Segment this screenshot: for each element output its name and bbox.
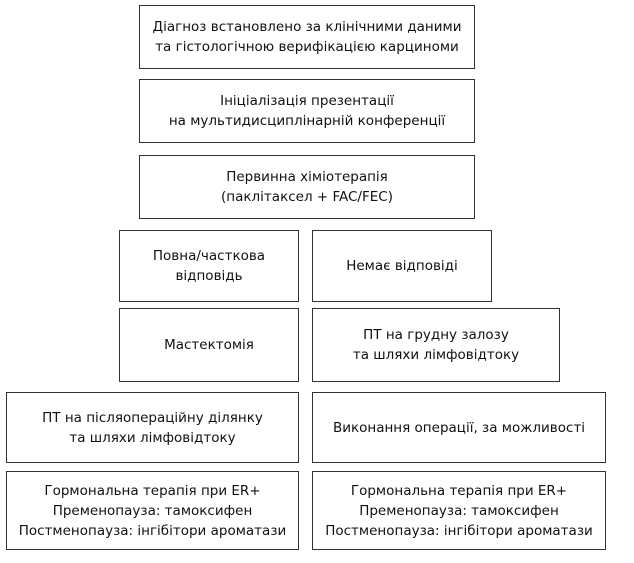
initialization-line-2: на мультидисциплінарній конференції (168, 113, 446, 129)
hormonal-left-box: Гормональна терапія при ER+ Пременопауза… (6, 471, 299, 550)
hormonal-right-line-3: Постменопауза: інгібітори ароматази (325, 522, 593, 539)
postop-radiation-line-1: ПТ на післяопераційну ділянку (42, 409, 263, 426)
hormonal-left-line-3: Постменопауза: інгібітори ароматази (18, 522, 287, 539)
breast-radiation-line-2: та шляхи лімфовідтоку (352, 347, 520, 363)
initialization-line-1: Ініціалізація презентації (220, 93, 394, 109)
response-box: Повна/часткова відповідь (119, 230, 299, 302)
initialization-box: Ініціалізація презентації на мультидисци… (139, 79, 475, 143)
breast-radiation-line-1: ПТ на грудну залозу (363, 327, 509, 343)
chemo-line-2: (паклітаксел + FAC/FEC) (221, 189, 393, 205)
hormonal-left-line-1: Гормональна терапія при ER+ (44, 482, 261, 499)
no-response-line-1: Немає відповіді (346, 258, 458, 274)
response-line-1: Повна/часткова (152, 248, 266, 264)
mastectomy-box: Мастектомія (119, 308, 299, 382)
surgery-if-possible-box: Виконання операції, за можливості (312, 392, 606, 463)
hormonal-right-line-1: Гормональна терапія при ER+ (350, 482, 568, 499)
hormonal-right-line-2: Пременопауза: тамоксифен (359, 502, 559, 519)
postop-radiation-line-2: та шляхи лімфовідтоку (69, 429, 236, 446)
breast-radiation-box: ПТ на грудну залозу та шляхи лімфовідток… (312, 308, 560, 382)
postop-radiation-box: ПТ на післяопераційну ділянку та шляхи л… (6, 392, 299, 463)
hormonal-right-box: Гормональна терапія при ER+ Пременопауза… (312, 471, 606, 550)
chemo-box: Первинна хіміотерапія (паклітаксел + FAC… (139, 155, 475, 219)
diagnosis-line-1: Діагноз встановлено за клінічними даними (152, 19, 462, 35)
diagnosis-box: Діагноз встановлено за клінічними даними… (139, 5, 475, 69)
hormonal-left-line-2: Пременопауза: тамоксифен (52, 502, 253, 519)
no-response-box: Немає відповіді (312, 230, 492, 302)
diagnosis-line-2: та гістологічною верифікацією карциноми (155, 39, 459, 55)
mastectomy-line-1: Мастектомія (164, 337, 254, 353)
chemo-line-1: Первинна хіміотерапія (226, 169, 388, 185)
surgery-if-possible-line-1: Виконання операції, за можливості (332, 419, 586, 436)
response-line-2: відповідь (175, 268, 243, 284)
